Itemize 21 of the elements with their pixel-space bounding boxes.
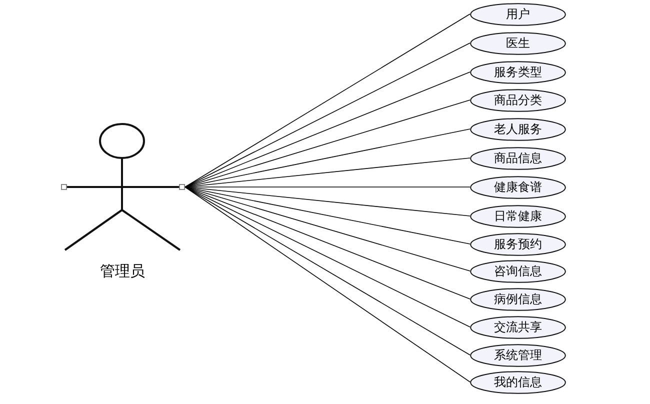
use-case-ellipse: 用户 <box>470 2 566 26</box>
association-line <box>184 14 470 188</box>
use-case-ellipse: 咨询信息 <box>470 260 566 282</box>
association-line <box>184 42 470 188</box>
use-case-ellipse: 商品分类 <box>470 88 566 112</box>
use-case-ellipse: 日常健康 <box>470 204 566 228</box>
use-case-ellipse: 服务类型 <box>470 60 566 84</box>
association-line <box>184 186 470 300</box>
use-case-ellipse: 老人服务 <box>470 118 566 140</box>
association-line <box>184 186 470 328</box>
use-case-ellipse: 商品信息 <box>470 146 566 170</box>
use-case-ellipse: 服务预约 <box>470 232 566 256</box>
association-line <box>184 186 470 216</box>
actor-name: 管理员 <box>99 262 146 281</box>
use-case-ellipse: 我的信息 <box>470 370 566 394</box>
association-line <box>184 72 470 188</box>
use-case-ellipse: 系统管理 <box>470 344 566 366</box>
use-case-ellipse: 健康食谱 <box>470 176 566 198</box>
use-case-ellipse: 交流共享 <box>470 316 566 338</box>
use-case-ellipse: 病例信息 <box>470 288 566 310</box>
use-case-ellipse: 医生 <box>470 32 566 54</box>
